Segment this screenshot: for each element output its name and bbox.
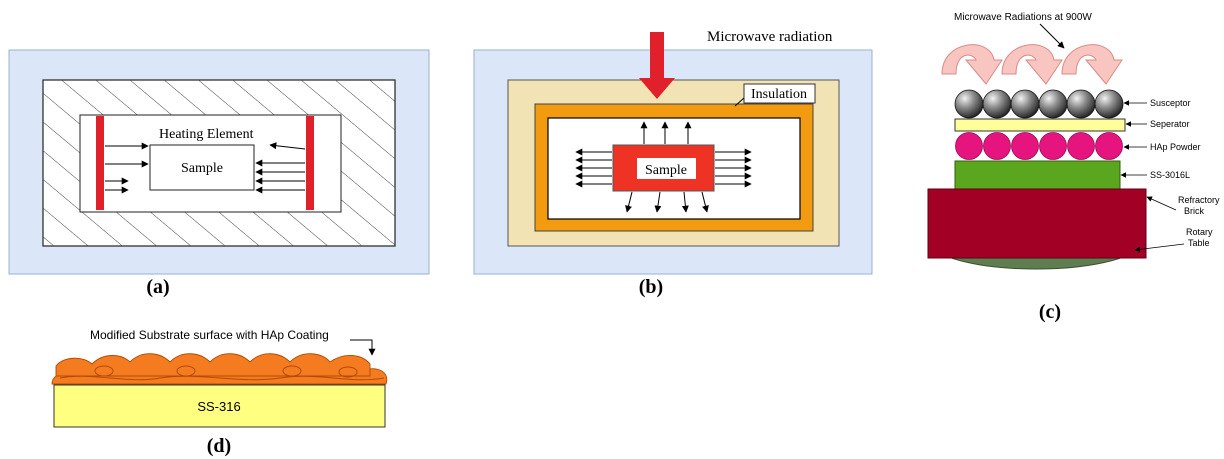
microwave-arrow xyxy=(639,32,675,99)
microwave-radiation-label: Microwave radiation xyxy=(707,29,833,45)
heating-element-label: Heating Element xyxy=(159,127,254,142)
insulation-label-box xyxy=(743,83,816,104)
coating-label: Modified Substrate surface with HAp Coat… xyxy=(90,328,329,342)
ss-layer xyxy=(954,160,1121,190)
panel-b-caption: (b) xyxy=(639,276,663,298)
curved-microwave-arrows xyxy=(941,44,1123,85)
rotary-label: Rotary xyxy=(1186,227,1213,237)
separator-label: Seperator xyxy=(1150,119,1190,129)
panel-a-sample-label: Sample xyxy=(181,161,223,176)
susceptor-layer xyxy=(954,89,1124,119)
ss-316-substrate xyxy=(53,384,386,428)
panel-c-title: Microwave Radiations at 900W xyxy=(954,12,1092,23)
panel-b-sample-label: Sample xyxy=(645,163,687,178)
panel-b-emission-arrows xyxy=(575,121,752,213)
separator-layer xyxy=(954,118,1126,132)
insulation-label: Insulation xyxy=(751,87,807,102)
panel-a: Heating Element Sample (a) xyxy=(8,49,430,298)
panel-d-caption: (d) xyxy=(207,435,231,457)
panel-a-sample xyxy=(149,144,255,191)
heating-element-left xyxy=(96,116,104,210)
panel-a-caption: (a) xyxy=(146,276,169,298)
panel-d: Modified Substrate surface with HAp Coat… xyxy=(51,328,388,457)
refractory-label: Refractory xyxy=(1178,195,1220,205)
panel-b: Sample Microwave radiation Insulation xyxy=(473,29,873,298)
panel-c-caption: (c) xyxy=(1039,301,1061,323)
heating-element-right xyxy=(306,116,314,210)
hap-powder-layer xyxy=(955,132,1123,160)
panel-a-heat-arrows xyxy=(105,142,306,194)
panel-c: Microwave Radiations at 900W xyxy=(927,12,1220,323)
table-label: Table xyxy=(1188,238,1210,248)
substrate-label: SS-316 xyxy=(197,399,240,414)
hap-powder-label: HAp Powder xyxy=(1150,142,1201,152)
ss-label: SS-3016L xyxy=(1150,170,1190,180)
brick-label: Brick xyxy=(1184,206,1204,216)
refractory-brick xyxy=(927,188,1147,259)
hap-coating-layer xyxy=(51,353,388,385)
susceptor-label: Susceptor xyxy=(1150,98,1191,108)
